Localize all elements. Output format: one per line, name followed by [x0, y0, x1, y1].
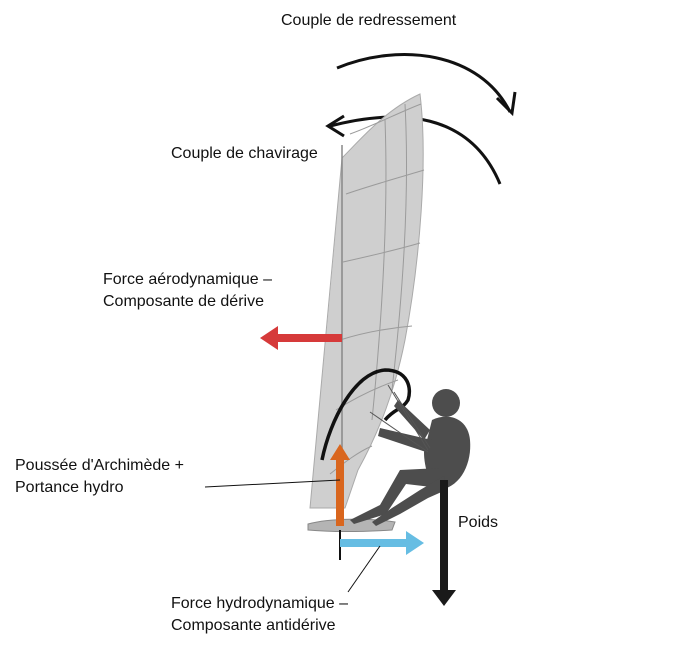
righting-moment-arrowhead	[495, 91, 517, 117]
righting-moment-arrow	[336, 53, 512, 113]
aero-force-arrow	[260, 326, 342, 350]
hydro-force-label: Force hydrodynamique – Composante antidé…	[171, 595, 348, 634]
buoyancy-arrow	[330, 444, 350, 526]
righting-moment-label: Couple de redressement	[281, 12, 457, 29]
sail-vertical-seams	[371, 103, 408, 421]
weight-label: Poids	[458, 514, 499, 531]
capsizing-moment-label: Couple de chavirage	[171, 145, 318, 162]
hydro-force-arrow	[340, 531, 424, 555]
aero-force-label: Force aérodynamique – Composante de déri…	[103, 271, 272, 310]
sail	[309, 93, 424, 509]
capsizing-moment-arrowhead	[325, 114, 345, 138]
weight-arrow	[432, 480, 456, 606]
buoyancy-label: Poussée d'Archimède + Portance hydro	[15, 457, 184, 496]
buoyancy-leader	[204, 479, 341, 488]
rider	[350, 389, 471, 526]
hydro-leader	[347, 545, 381, 593]
harness-lines	[369, 384, 431, 453]
capsizing-moment-arrow	[329, 115, 502, 185]
